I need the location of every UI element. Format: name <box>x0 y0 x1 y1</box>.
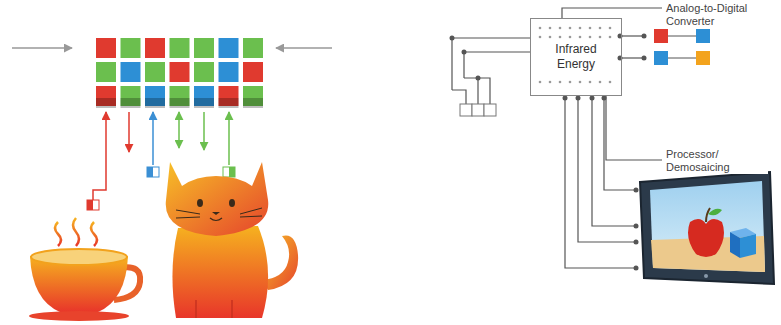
sensor-dot <box>549 81 552 84</box>
sensor-dot <box>609 27 612 30</box>
cat <box>166 162 298 318</box>
color-filter <box>121 38 141 58</box>
wire-dot <box>450 34 647 271</box>
color-filter <box>219 62 239 82</box>
empty-pixel <box>460 104 496 116</box>
sensor-dot <box>589 27 592 30</box>
sensor-dot <box>609 36 612 39</box>
color-pixel <box>654 29 710 65</box>
sensor-dots <box>539 27 612 84</box>
sensor-dot <box>599 81 602 84</box>
sensor-dot <box>559 27 562 30</box>
sensor-dot <box>589 36 592 39</box>
color-filter-array <box>96 38 263 108</box>
color-filter <box>96 62 116 82</box>
photodiode <box>219 98 239 108</box>
color-filter <box>194 38 214 58</box>
sensor-dot <box>539 27 542 30</box>
photodiode <box>170 98 190 108</box>
color-filter <box>145 62 165 82</box>
color-filter <box>243 62 263 82</box>
callout-label: Processor/ Demosaicing <box>664 148 768 174</box>
color-filter <box>219 38 239 58</box>
sensor-dot <box>539 36 542 39</box>
sensor-dot <box>539 81 542 84</box>
sensor-dot <box>579 27 582 30</box>
coffee-cup <box>29 218 140 321</box>
sensor-dot <box>569 27 572 30</box>
color-filter <box>243 38 263 58</box>
photodiode <box>145 98 165 108</box>
callout-label: Analog-to-Digital Converter <box>664 2 778 28</box>
processor-chip: Infrared Energy <box>530 18 622 96</box>
photodiode <box>194 98 214 108</box>
photodiode <box>96 98 116 108</box>
sensor-dot <box>559 81 562 84</box>
photodiode <box>243 98 263 108</box>
color-filter <box>170 62 190 82</box>
sensor-dot <box>599 27 602 30</box>
sensor-dot <box>609 81 612 84</box>
color-filter <box>96 38 116 58</box>
sensor-dot <box>579 36 582 39</box>
sensor-dot <box>589 81 592 84</box>
sensor-dot <box>569 36 572 39</box>
sensor-dot <box>559 36 562 39</box>
monitor <box>640 172 774 284</box>
color-filter <box>145 38 165 58</box>
wire <box>452 8 662 268</box>
photodiode <box>121 98 141 108</box>
sensor-dot <box>579 81 582 84</box>
sensor-dot <box>549 27 552 30</box>
sensor-dot <box>569 81 572 84</box>
color-filter <box>121 62 141 82</box>
chip-label: Infrared Energy <box>542 41 610 73</box>
sensor-dot <box>549 36 552 39</box>
color-filter <box>194 62 214 82</box>
sensor-dot <box>599 36 602 39</box>
color-filter <box>170 38 190 58</box>
